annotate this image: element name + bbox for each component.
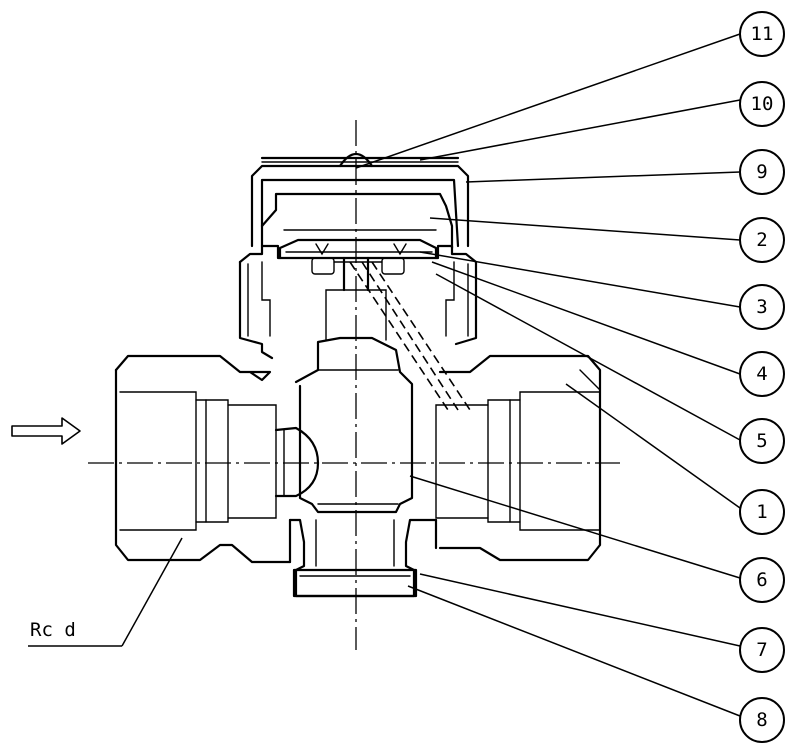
balloon-4-label: 4 [756, 363, 767, 385]
balloon-11: 11 [739, 11, 785, 57]
balloon-6: 6 [739, 557, 785, 603]
flow-arrow-icon [11, 417, 81, 445]
balloon-7-label: 7 [756, 639, 767, 661]
balloon-10: 10 [739, 81, 785, 127]
bonnet-assembly [238, 152, 478, 360]
pilot-passage [349, 261, 471, 411]
balloon-8-label: 8 [756, 709, 767, 731]
valve-body [114, 289, 602, 598]
center-lines [88, 120, 620, 650]
bottom-plug [292, 568, 418, 598]
balloon-9: 9 [739, 149, 785, 195]
balloon-11-label: 11 [751, 23, 774, 45]
balloon-4: 4 [739, 351, 785, 397]
balloon-1: 1 [739, 489, 785, 535]
balloon-6-label: 6 [756, 569, 767, 591]
balloon-2: 2 [739, 217, 785, 263]
balloon-3: 3 [739, 284, 785, 330]
balloon-2-label: 2 [756, 229, 767, 251]
balloon-5-label: 5 [756, 430, 767, 452]
balloon-5: 5 [739, 418, 785, 464]
balloon-3-label: 3 [756, 296, 767, 318]
thread-callout: Rc d [28, 537, 183, 647]
leader-lines [355, 33, 741, 717]
balloon-10-label: 10 [751, 93, 774, 115]
balloon-1-label: 1 [756, 501, 767, 523]
balloon-7: 7 [739, 627, 785, 673]
balloon-8: 8 [739, 697, 785, 743]
thread-size-label: Rc d [30, 619, 76, 641]
balloon-9-label: 9 [756, 161, 767, 183]
